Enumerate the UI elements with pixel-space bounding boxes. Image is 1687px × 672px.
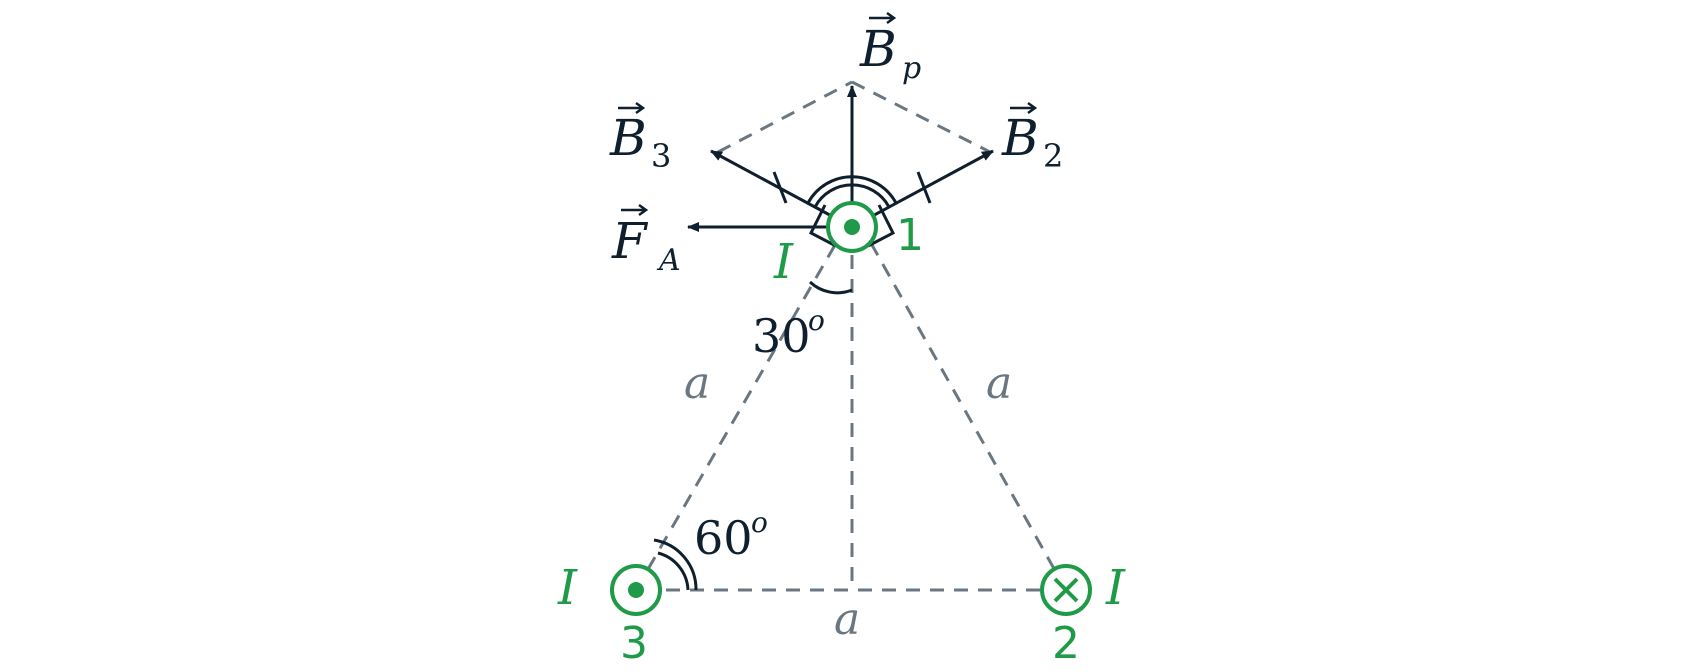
right-angle-mark-left <box>808 204 837 248</box>
label-b-3: B <box>609 109 647 167</box>
vector-b-2-arrow <box>851 149 994 229</box>
label-angle-60-sup: o <box>751 506 768 539</box>
b-3-overarrow-icon <box>618 101 646 115</box>
label-wire-1: 1 <box>896 210 924 261</box>
label-f-a-sub: A <box>656 243 681 278</box>
label-side-bottom: a <box>834 594 860 645</box>
label-f-a: F <box>611 212 649 270</box>
label-side-left: a <box>684 358 710 409</box>
label-angle-60: 60 <box>694 511 753 565</box>
parallelogram-right-line <box>851 80 991 154</box>
wire-1 <box>826 201 878 253</box>
label-angle-30-sup: o <box>808 304 825 337</box>
side-left-line <box>634 244 837 591</box>
label-b-2-sub: 2 <box>1043 137 1063 175</box>
wire-3 <box>610 564 662 616</box>
f-a-overarrow-icon <box>621 203 649 217</box>
label-b-p: B <box>859 20 897 78</box>
tick-mark-b2 <box>916 171 932 204</box>
angle-arc-top-inner <box>813 183 891 208</box>
label-b-p-sub: p <box>902 51 921 86</box>
label-b-2: B <box>1001 109 1039 167</box>
right-angle-mark-right <box>867 204 896 248</box>
angle-arc-60-outer <box>653 538 698 591</box>
label-current-2: I <box>1105 560 1126 616</box>
label-side-right: a <box>986 358 1012 409</box>
wire-2 <box>1040 564 1092 616</box>
label-current-3: I <box>557 560 578 616</box>
b-2-overarrow-icon <box>1010 101 1038 115</box>
angle-arc-30 <box>808 280 853 295</box>
side-right-line <box>870 244 1068 591</box>
angle-arc-top-outer <box>806 175 898 204</box>
angle-arc-60-inner <box>657 551 690 591</box>
label-wire-3: 3 <box>620 618 648 669</box>
label-angle-30: 30 <box>752 309 811 363</box>
label-b-3-sub: 3 <box>651 137 671 175</box>
label-current-1: I <box>773 234 794 290</box>
tick-mark-b3 <box>772 171 788 204</box>
b-p-overarrow-icon <box>869 11 897 25</box>
label-wire-2: 2 <box>1052 618 1080 669</box>
parallelogram-left-line <box>717 80 853 154</box>
